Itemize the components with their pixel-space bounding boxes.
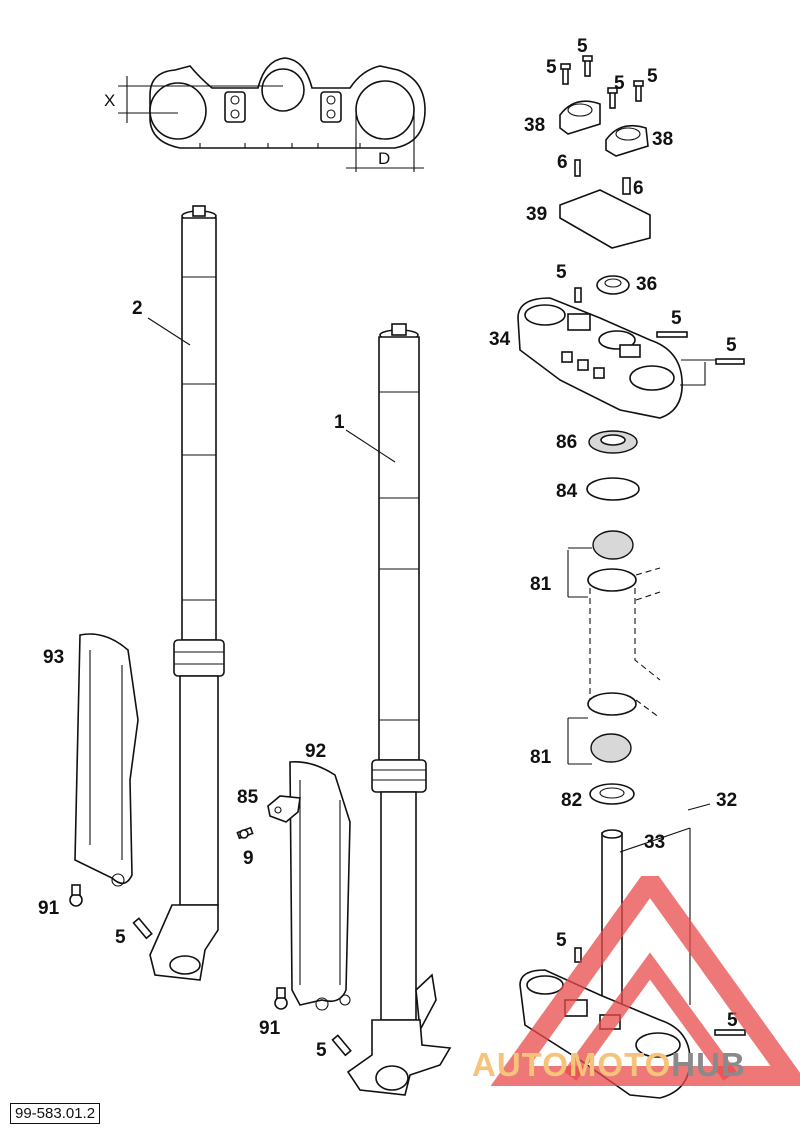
leader-lines	[147, 317, 711, 853]
callout-38-left: 38	[524, 115, 545, 136]
fork-leg-2	[149, 205, 225, 981]
bearing-81-upper	[587, 530, 637, 592]
steering-head-outline	[589, 567, 661, 719]
watermark-logo-icon	[490, 876, 800, 1086]
callout-9: 9	[243, 848, 254, 869]
callout-81-lower: 81	[530, 747, 552, 768]
callout-5-center-axle: 5	[316, 1040, 327, 1061]
callout-92: 92	[305, 741, 326, 762]
callout-6-left: 6	[557, 152, 568, 173]
screw-5-left-axle	[132, 917, 153, 940]
callout-84: 84	[556, 481, 578, 502]
handlebar-clamp-bolts	[560, 55, 644, 109]
watermark-text: AUTOMOTOHUB	[472, 1046, 746, 1084]
seal-86	[588, 430, 638, 454]
callout-38-right: 38	[652, 129, 673, 150]
watermark-text-moto: MOTO	[568, 1046, 672, 1083]
callout-91-left: 91	[38, 898, 60, 919]
upper-triple-clamp-34	[517, 287, 745, 419]
handlebar-clamp-38-left	[559, 100, 601, 135]
callout-39: 39	[526, 204, 547, 225]
watermark-text-auto: AUTO	[472, 1046, 569, 1083]
callout-93: 93	[43, 647, 64, 668]
callout-33: 33	[644, 832, 665, 853]
steering-nut-36	[596, 275, 630, 295]
callout-5-lower-pinch: 5	[727, 1010, 738, 1031]
reference-code-label: 99-583.01.2	[10, 1103, 101, 1124]
callout-36: 36	[636, 274, 657, 295]
callout-85: 85	[237, 787, 259, 808]
callout-5-clamp-side: 5	[671, 308, 682, 329]
callout-82: 82	[561, 790, 582, 811]
callout-5-top-right: 5	[647, 66, 658, 87]
callout-5-lower-clamp: 5	[556, 930, 567, 951]
handlebar-clamp-38-right	[605, 124, 649, 157]
callout-5-left-axle: 5	[115, 927, 126, 948]
fork-guard-93	[74, 633, 139, 887]
callout-81-upper: 81	[530, 574, 552, 595]
callout-2: 2	[132, 298, 143, 319]
bracket-lines-81	[567, 547, 592, 765]
callout-5-top-left: 5	[546, 57, 557, 78]
seal-82	[589, 783, 635, 805]
screw-91-left	[69, 884, 83, 907]
guide-clip-85	[267, 795, 301, 823]
dimension-label-x: X	[104, 91, 115, 110]
watermark-text-hub: HUB	[671, 1046, 746, 1083]
fork-guard-92	[289, 760, 351, 1011]
callout-91-center: 91	[259, 1018, 281, 1039]
bearing-81-lower	[587, 692, 637, 763]
top-clamp-top-view	[118, 57, 426, 172]
screw-5-center-axle	[331, 1034, 352, 1057]
handlebar-support-39	[559, 159, 651, 249]
callout-32: 32	[716, 790, 737, 811]
callout-5-top: 5	[577, 36, 588, 57]
callout-1: 1	[334, 412, 345, 433]
callout-6-right: 6	[633, 178, 644, 199]
screw-91-center	[274, 987, 288, 1010]
callout-5-top-mid: 5	[614, 73, 625, 94]
callout-34: 34	[489, 329, 511, 350]
dimension-label-d: D	[378, 149, 390, 168]
callout-5-clamp-top: 5	[556, 262, 567, 283]
screw-9	[236, 826, 254, 840]
fork-leg-1	[346, 323, 452, 1096]
callout-86: 86	[556, 432, 577, 453]
seal-84	[586, 477, 640, 501]
callout-5-clamp-pinch: 5	[726, 335, 737, 356]
